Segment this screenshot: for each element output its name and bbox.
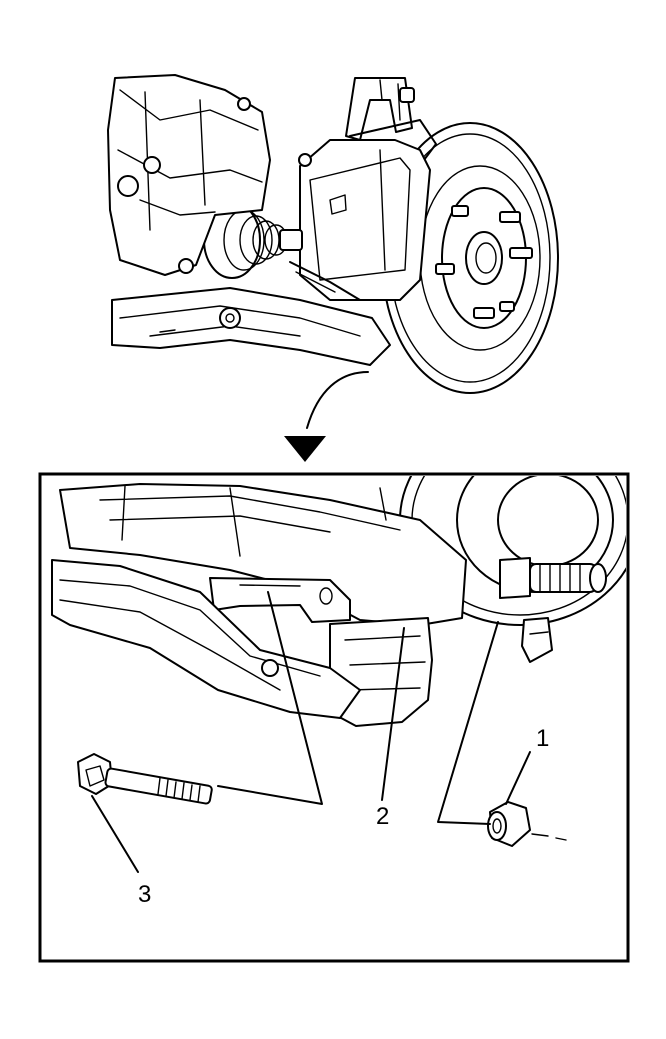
tie-rod — [289, 261, 361, 301]
curved-arrow-icon — [284, 371, 369, 462]
leader-lines — [91, 591, 531, 873]
knuckle-upper — [345, 77, 437, 161]
overview-illustration — [107, 74, 559, 462]
brake-caliper — [298, 139, 431, 301]
callout-3: 3 — [138, 881, 151, 908]
cv-axle-boot — [203, 201, 303, 279]
ball-joint — [209, 577, 433, 727]
callout-2: 2 — [376, 803, 389, 830]
detail-view: 1 2 3 — [38, 472, 630, 963]
transmission-housing — [107, 74, 271, 276]
detail-lower-control-arm — [51, 559, 361, 719]
callout-labels: 1 2 3 — [138, 725, 549, 908]
detail-knuckle — [59, 483, 467, 626]
bolt — [77, 753, 213, 805]
lower-control-arm-overview — [111, 287, 391, 366]
nut — [487, 801, 567, 847]
wheel-studs — [435, 205, 533, 319]
callout-1: 1 — [536, 725, 549, 752]
